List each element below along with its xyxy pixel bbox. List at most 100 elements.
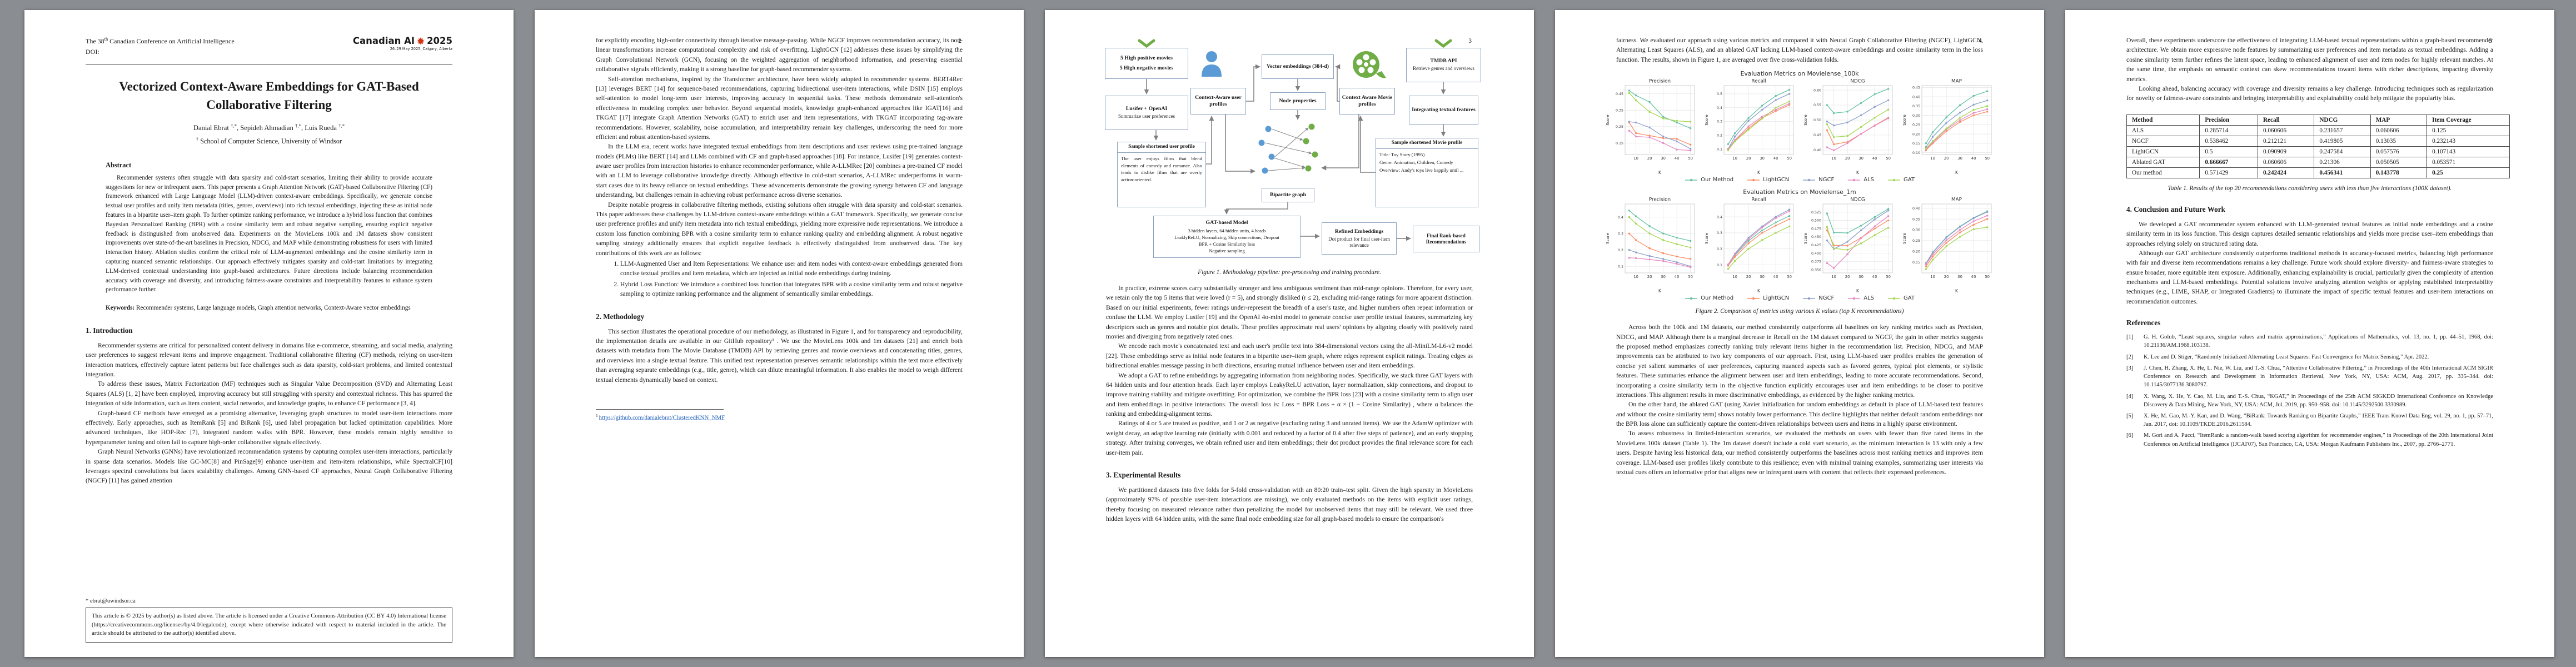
table-cell: ALS: [2126, 125, 2200, 136]
legend-label: ALS: [1864, 177, 1874, 183]
svg-text:30: 30: [1760, 156, 1765, 161]
chevron-down-icon: [1434, 39, 1452, 48]
reference-text: J. Chen, H. Zhang, X. He, L. Nie, W. Liu…: [2144, 365, 2493, 389]
node-properties-box: Node properties: [1270, 92, 1326, 110]
svg-text:40: 40: [1675, 275, 1680, 279]
github-link[interactable]: https://github.com/danialebrat/Clustered…: [599, 414, 725, 421]
svg-text:Recall: Recall: [1751, 197, 1766, 203]
svg-text:10: 10: [1732, 156, 1737, 161]
table-cell: 0.419805: [2314, 135, 2371, 147]
paragraph: Recommender systems are critical for per…: [86, 341, 452, 379]
svg-text:0.45: 0.45: [1616, 92, 1623, 96]
paragraph: We adopt a GAT to refine embeddings by a…: [1106, 371, 1473, 418]
reference-number: [2]: [2126, 354, 2134, 360]
conference-dates: 26–29 May 2025, Calgary, Alberta: [390, 47, 452, 51]
svg-text:Precision: Precision: [1649, 79, 1671, 84]
svg-text:0.525: 0.525: [1811, 211, 1821, 215]
svg-text:0.45: 0.45: [1813, 133, 1821, 137]
final-recommendations-box: Final Rank-based Recommendations: [1413, 226, 1479, 252]
canadian-ai-logo: Canadian AI 2025 26–29 May 2025, Calgary…: [352, 36, 452, 51]
table-cell: 0.5: [2199, 146, 2258, 157]
paragraph: Graph-based CF methods have emerged as a…: [86, 409, 452, 446]
table-header-cell: Recall: [2257, 114, 2315, 126]
tmdb-api-box: TMDB API Retrieve genres and overviews: [1406, 48, 1481, 82]
table-header-cell: NDCG: [2314, 114, 2371, 126]
figure2-caption: Figure 2. Comparison of metrics using va…: [1695, 308, 1904, 315]
legend-label: GAT: [1904, 295, 1915, 302]
svg-text:30: 30: [1661, 156, 1666, 161]
svg-text:K: K: [1658, 288, 1662, 293]
paper-title: Vectorized Context-Aware Embeddings for …: [119, 79, 419, 112]
table-cell: 0.107143: [2426, 146, 2510, 157]
legend-swatch-icon: [1747, 178, 1760, 181]
legend-item: GAT: [1887, 295, 1915, 301]
svg-text:0.30: 0.30: [1912, 114, 1920, 118]
section-heading-introduction: 1. Introduction: [86, 326, 133, 335]
author-name: Luis Rueda †,*: [305, 122, 345, 132]
table-cell: 0.21306: [2314, 156, 2371, 168]
reference-item: [1]G. H. Golub, “Least squares, singular…: [2126, 333, 2493, 350]
legend-item: ALS: [1847, 177, 1874, 183]
svg-text:40: 40: [1773, 275, 1778, 279]
figure1-connectors: [1138, 39, 1452, 241]
section-heading-conclusion: 4. Conclusion and Future Work: [2126, 205, 2225, 213]
svg-text:50: 50: [1985, 156, 1990, 161]
svg-text:0.55: 0.55: [1813, 103, 1821, 107]
legend-item: GAT: [1887, 177, 1915, 183]
reference-number: [1]: [2126, 334, 2134, 341]
integrating-textual-features-box: Integrating textual features: [1409, 96, 1478, 125]
svg-text:K: K: [1955, 288, 1959, 293]
license-box: This article is © 2025 by author(s) as l…: [86, 608, 452, 643]
svg-text:0.40: 0.40: [1912, 95, 1920, 99]
legend-swatch-icon: [1685, 178, 1698, 181]
legend-label: LightGCN: [1763, 295, 1790, 302]
section-heading-methodology: 2. Methodology: [596, 312, 645, 321]
legend-swatch-icon: [1888, 178, 1900, 181]
film-reel-icon: [1353, 51, 1386, 78]
legend-swatch-icon: [1747, 297, 1760, 300]
table-cell: 0.232143: [2426, 135, 2510, 147]
reference-text: X. He, M. Gao, M.-Y. Kan, and D. Wang, “…: [2144, 413, 2493, 428]
table-cell: 0.143778: [2370, 167, 2428, 178]
lusifer-openai-box: Lusifer + OpenAI Summarize user preferen…: [1105, 96, 1188, 130]
references-heading: References: [2126, 318, 2161, 327]
svg-text:50: 50: [1688, 156, 1693, 161]
sample-movie-profile-box: Sample shortened Movie profile Title: To…: [1376, 138, 1478, 207]
bipartite-graph-nodes: [1258, 123, 1318, 174]
table-cell: Ablated GAT: [2126, 156, 2200, 168]
svg-text:10: 10: [1633, 156, 1638, 161]
svg-text:50: 50: [1787, 275, 1792, 279]
legend-item: Our Method: [1685, 295, 1733, 301]
reference-item: [5]X. He, M. Gao, M.-Y. Kan, and D. Wang…: [2126, 412, 2493, 429]
legend-swatch-icon: [1803, 297, 1816, 300]
svg-text:0.15: 0.15: [1912, 142, 1920, 146]
svg-text:K: K: [1856, 288, 1860, 293]
paragraph: We encode each movie's concatenated text…: [1106, 342, 1473, 370]
paragraph: Despite notable progress in collaborativ…: [596, 201, 963, 257]
paragraph: Ratings of 4 or 5 are treated as positiv…: [1106, 420, 1473, 456]
legend-item: LightGCN: [1747, 295, 1789, 301]
svg-text:0.2: 0.2: [1717, 134, 1722, 138]
svg-text:0.45: 0.45: [1912, 86, 1920, 90]
svg-text:Score: Score: [1606, 233, 1610, 244]
table-cell: 0.212121: [2257, 135, 2315, 147]
email-footnote: * ebrat@uwindsor.ca: [86, 598, 136, 605]
table-cell: 0.125: [2426, 125, 2510, 136]
legend-label: LightGCN: [1763, 177, 1790, 183]
svg-text:50: 50: [1787, 156, 1792, 161]
legend-label: ALS: [1864, 295, 1874, 302]
svg-text:0.40: 0.40: [1813, 148, 1821, 152]
legend-swatch-icon: [1848, 178, 1861, 181]
svg-text:0.30: 0.30: [1912, 228, 1920, 232]
svg-text:0.15: 0.15: [1616, 142, 1623, 146]
gat-model-detail: BPR + Cosine Similarity loss: [1198, 241, 1255, 247]
svg-text:0.5: 0.5: [1717, 92, 1722, 96]
page-5: 5 Overall, these experiments underscore …: [2065, 10, 2554, 657]
svg-text:10: 10: [1633, 275, 1638, 279]
paragraph: On the other hand, the ablated GAT (usin…: [1616, 401, 1983, 428]
svg-text:NDCG: NDCG: [1850, 79, 1865, 84]
